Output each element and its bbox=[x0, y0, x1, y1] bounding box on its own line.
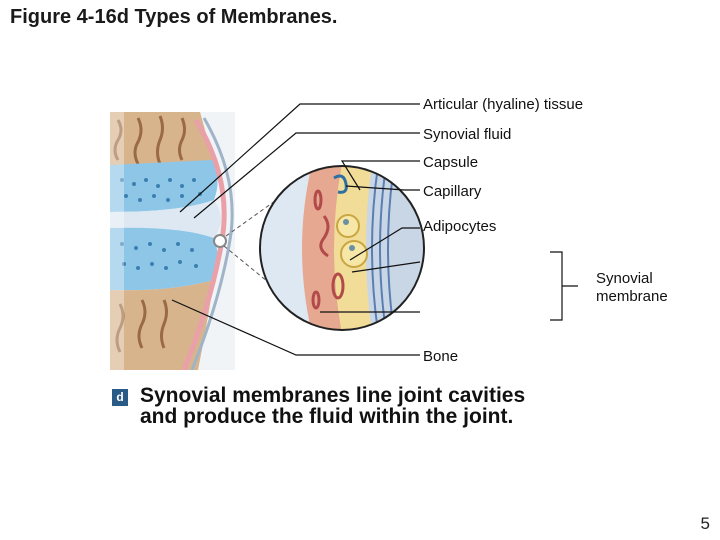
leader-adipocytes bbox=[349, 227, 420, 261]
label-capillary: Capillary bbox=[423, 183, 482, 200]
figure-title: Figure 4-16d Types of Membranes. bbox=[10, 6, 338, 28]
lower-cartilage bbox=[110, 227, 218, 291]
leader-synovial-fluid bbox=[193, 132, 420, 219]
label-synovial-membrane-line1: Synovial bbox=[596, 270, 653, 287]
synovial-membrane-bracket bbox=[550, 251, 578, 321]
panel-letter-badge: d bbox=[112, 389, 128, 406]
caption-line-2: and produce the fluid within the joint. bbox=[140, 405, 514, 428]
joint-cavity bbox=[110, 200, 221, 238]
label-capsule: Capsule bbox=[423, 154, 479, 171]
leader-articular bbox=[179, 103, 420, 213]
figure-caption: Synovial membranes line joint cavities a… bbox=[140, 385, 525, 427]
label-synovial-fluid: Synovial fluid bbox=[423, 126, 512, 143]
leader-capsule bbox=[340, 160, 420, 191]
upper-cartilage bbox=[110, 160, 218, 212]
zoom-marker bbox=[213, 234, 227, 248]
caption-line-1: Synovial membranes line joint cavities bbox=[140, 384, 526, 407]
label-bone: Bone bbox=[423, 348, 459, 365]
leader-capillary bbox=[345, 185, 420, 191]
label-articular-tissue: Articular (hyaline) tissue bbox=[423, 96, 584, 113]
label-synovial-membrane: Synovial membrane bbox=[596, 270, 668, 306]
page-number: 5 bbox=[700, 514, 710, 533]
label-synovial-membrane-line2: membrane bbox=[596, 288, 668, 305]
label-adipocytes: Adipocytes bbox=[423, 218, 497, 235]
leader-bone bbox=[171, 299, 420, 356]
